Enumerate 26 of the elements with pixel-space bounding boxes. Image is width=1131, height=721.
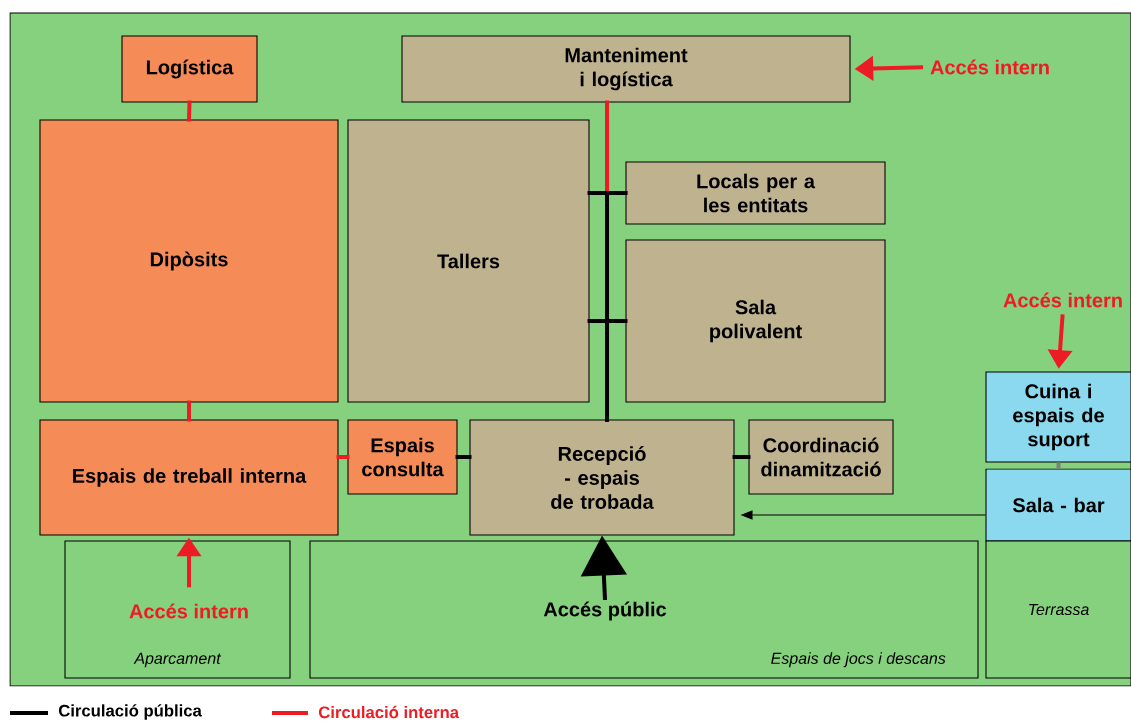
room-box: Locals per a les entitats [625,161,886,225]
access-label: Accés intern [1003,292,1122,308]
circulation-line [605,319,628,422]
room-box: Cuina i espais de suport [985,371,1131,463]
room-box: Coordinació dinamització [748,419,894,495]
circulation-line [187,400,191,422]
access-label: Accés intern [129,603,248,619]
access-label: Accés públic [543,601,667,621]
room-box: Espais de treball interna [39,419,339,536]
room-box: Dipòsits [39,119,339,403]
room-box: Tallers [347,119,590,403]
circulation-line [187,100,192,122]
room-box: Recepció - espais de trobada [469,419,735,536]
legend-text: Circulació interna [318,705,460,719]
zone-box: Terrassa [985,540,1131,679]
circulation-line [732,455,751,459]
circulation-line [336,455,350,459]
access-label: Accés intern [930,59,1049,75]
room-box: Sala polivalent [625,239,886,403]
circulation-line [455,455,472,459]
room-box: Sala - bar [985,468,1131,542]
circulation-line [1056,462,1061,469]
legend-text: Circulació pública [58,704,202,720]
room-box: Manteniment i logística [401,35,851,103]
room-box: Espais consulta [347,419,458,495]
room-box: Logística [121,35,258,103]
